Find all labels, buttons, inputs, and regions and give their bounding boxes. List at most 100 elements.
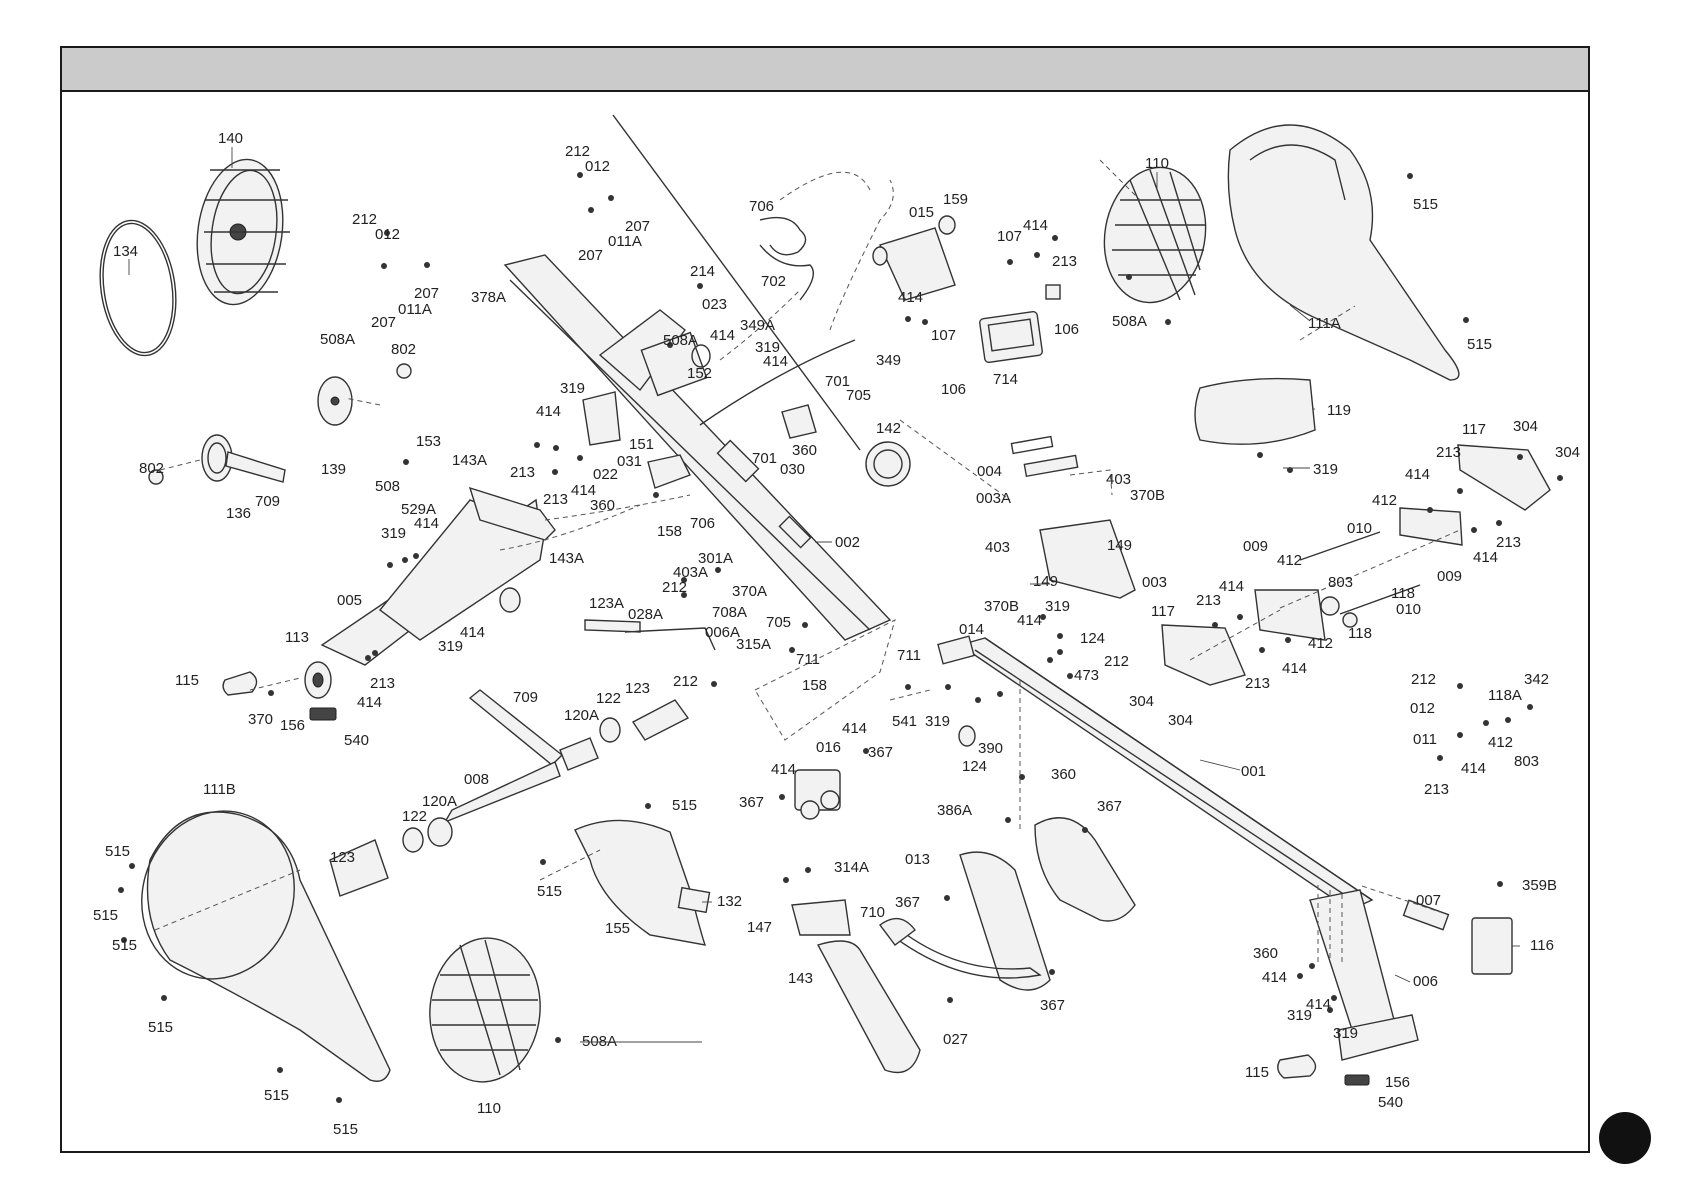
- callout: 212: [673, 673, 698, 690]
- callout: 011A: [608, 233, 642, 250]
- strap-710: [883, 929, 1042, 979]
- callout: 702: [761, 273, 786, 290]
- callout: 120A: [422, 793, 457, 810]
- cover-155: [574, 819, 707, 946]
- callout: 111B: [203, 781, 236, 798]
- callout: 515: [264, 1087, 289, 1104]
- callout: 140: [218, 130, 243, 147]
- callout: 414: [763, 353, 788, 370]
- end-cap-115b: [1277, 1054, 1317, 1079]
- rod: [612, 114, 861, 451]
- callout: 367: [895, 894, 920, 911]
- grille-110: [1103, 166, 1207, 304]
- callout: 212: [1104, 653, 1129, 670]
- callout: 390: [978, 740, 1003, 757]
- callout: 212: [565, 143, 590, 160]
- callout: 412: [1488, 734, 1513, 751]
- callout: 158: [802, 677, 827, 694]
- callout: 403A: [673, 564, 708, 581]
- callout: 515: [672, 797, 697, 814]
- callout: 319: [1045, 598, 1070, 615]
- callout: 213: [1496, 534, 1521, 551]
- callout: 304: [1168, 712, 1193, 729]
- callout: 213: [1196, 592, 1221, 609]
- callout: 011: [1413, 731, 1437, 748]
- callout: 124: [962, 758, 987, 775]
- roller-016: [794, 769, 841, 820]
- fasteners: [118, 172, 1563, 1103]
- callout: 711: [897, 647, 921, 664]
- callout: 304: [1555, 444, 1580, 461]
- callout: 117: [1462, 421, 1486, 438]
- callout: 412: [1372, 492, 1397, 509]
- callout: 319: [1313, 461, 1338, 478]
- callout: 705: [846, 387, 871, 404]
- callout: 359B: [1522, 877, 1557, 894]
- callout: 207: [414, 285, 439, 302]
- callout: 360: [792, 442, 817, 459]
- callout: 124: [1080, 630, 1105, 647]
- callout: 159: [943, 191, 968, 208]
- callout: 403: [1106, 471, 1131, 488]
- callout: 027: [943, 1031, 968, 1048]
- tube-008: [443, 761, 561, 824]
- footplate-013: [959, 851, 1051, 991]
- bracket-147: [791, 899, 851, 936]
- callout: 319: [1287, 1007, 1312, 1024]
- monitor-714: [979, 310, 1043, 364]
- callout: 515: [105, 843, 130, 860]
- callout: 360: [1253, 945, 1278, 962]
- cover-111B: [141, 810, 391, 1082]
- foot-pad-156: [309, 707, 337, 721]
- callout: 213: [1052, 253, 1077, 270]
- callout: 508A: [663, 332, 698, 349]
- tube-123: [631, 699, 690, 741]
- callout: 012: [585, 158, 610, 175]
- callout: 213: [543, 491, 568, 508]
- callout: 123A: [589, 595, 624, 612]
- callout: 412: [1308, 635, 1333, 652]
- callout: 151: [629, 436, 654, 453]
- callout: 515: [112, 937, 137, 954]
- callout: 319: [755, 339, 780, 356]
- callout: 714: [993, 371, 1018, 388]
- callout: 414: [1282, 660, 1307, 677]
- callout: 107: [997, 228, 1022, 245]
- tube-123b: [329, 839, 389, 897]
- callout: 319: [560, 380, 585, 397]
- callout: 710: [860, 904, 885, 921]
- callout: 143A: [549, 550, 584, 567]
- callout: 378A: [471, 289, 506, 306]
- callout: 118: [1348, 625, 1372, 642]
- bracket-030: [781, 404, 817, 439]
- callout: 706: [749, 198, 774, 215]
- seat-119: [1194, 377, 1316, 445]
- callout: 370: [248, 711, 273, 728]
- callout: 473: [1074, 667, 1099, 684]
- callout: 367: [1040, 997, 1065, 1014]
- callout: 123: [330, 849, 355, 866]
- cable-706: [759, 216, 807, 256]
- callout: 113: [285, 629, 309, 646]
- callout: 319: [438, 638, 463, 655]
- callout: 147: [747, 919, 772, 936]
- callout: 012: [375, 226, 400, 243]
- callout: 803: [1328, 574, 1353, 591]
- callout: 301A: [698, 550, 733, 567]
- header-bar: [62, 48, 1588, 92]
- callout: 152: [687, 365, 712, 382]
- callout: 515: [1467, 336, 1492, 353]
- callout: 009: [1437, 568, 1462, 585]
- callout: 156: [280, 717, 305, 734]
- callout: 803: [1514, 753, 1539, 770]
- callout: 149: [1033, 573, 1058, 590]
- callout: 110: [477, 1100, 501, 1117]
- callout: 540: [1378, 1094, 1403, 1111]
- callout: 156: [1385, 1074, 1410, 1091]
- callout: 006A: [705, 624, 740, 641]
- callout: 414: [1473, 549, 1498, 566]
- callout: 414: [571, 482, 596, 499]
- callout: 207: [625, 218, 650, 235]
- callout: 005: [337, 592, 362, 609]
- callout: 802: [391, 341, 416, 358]
